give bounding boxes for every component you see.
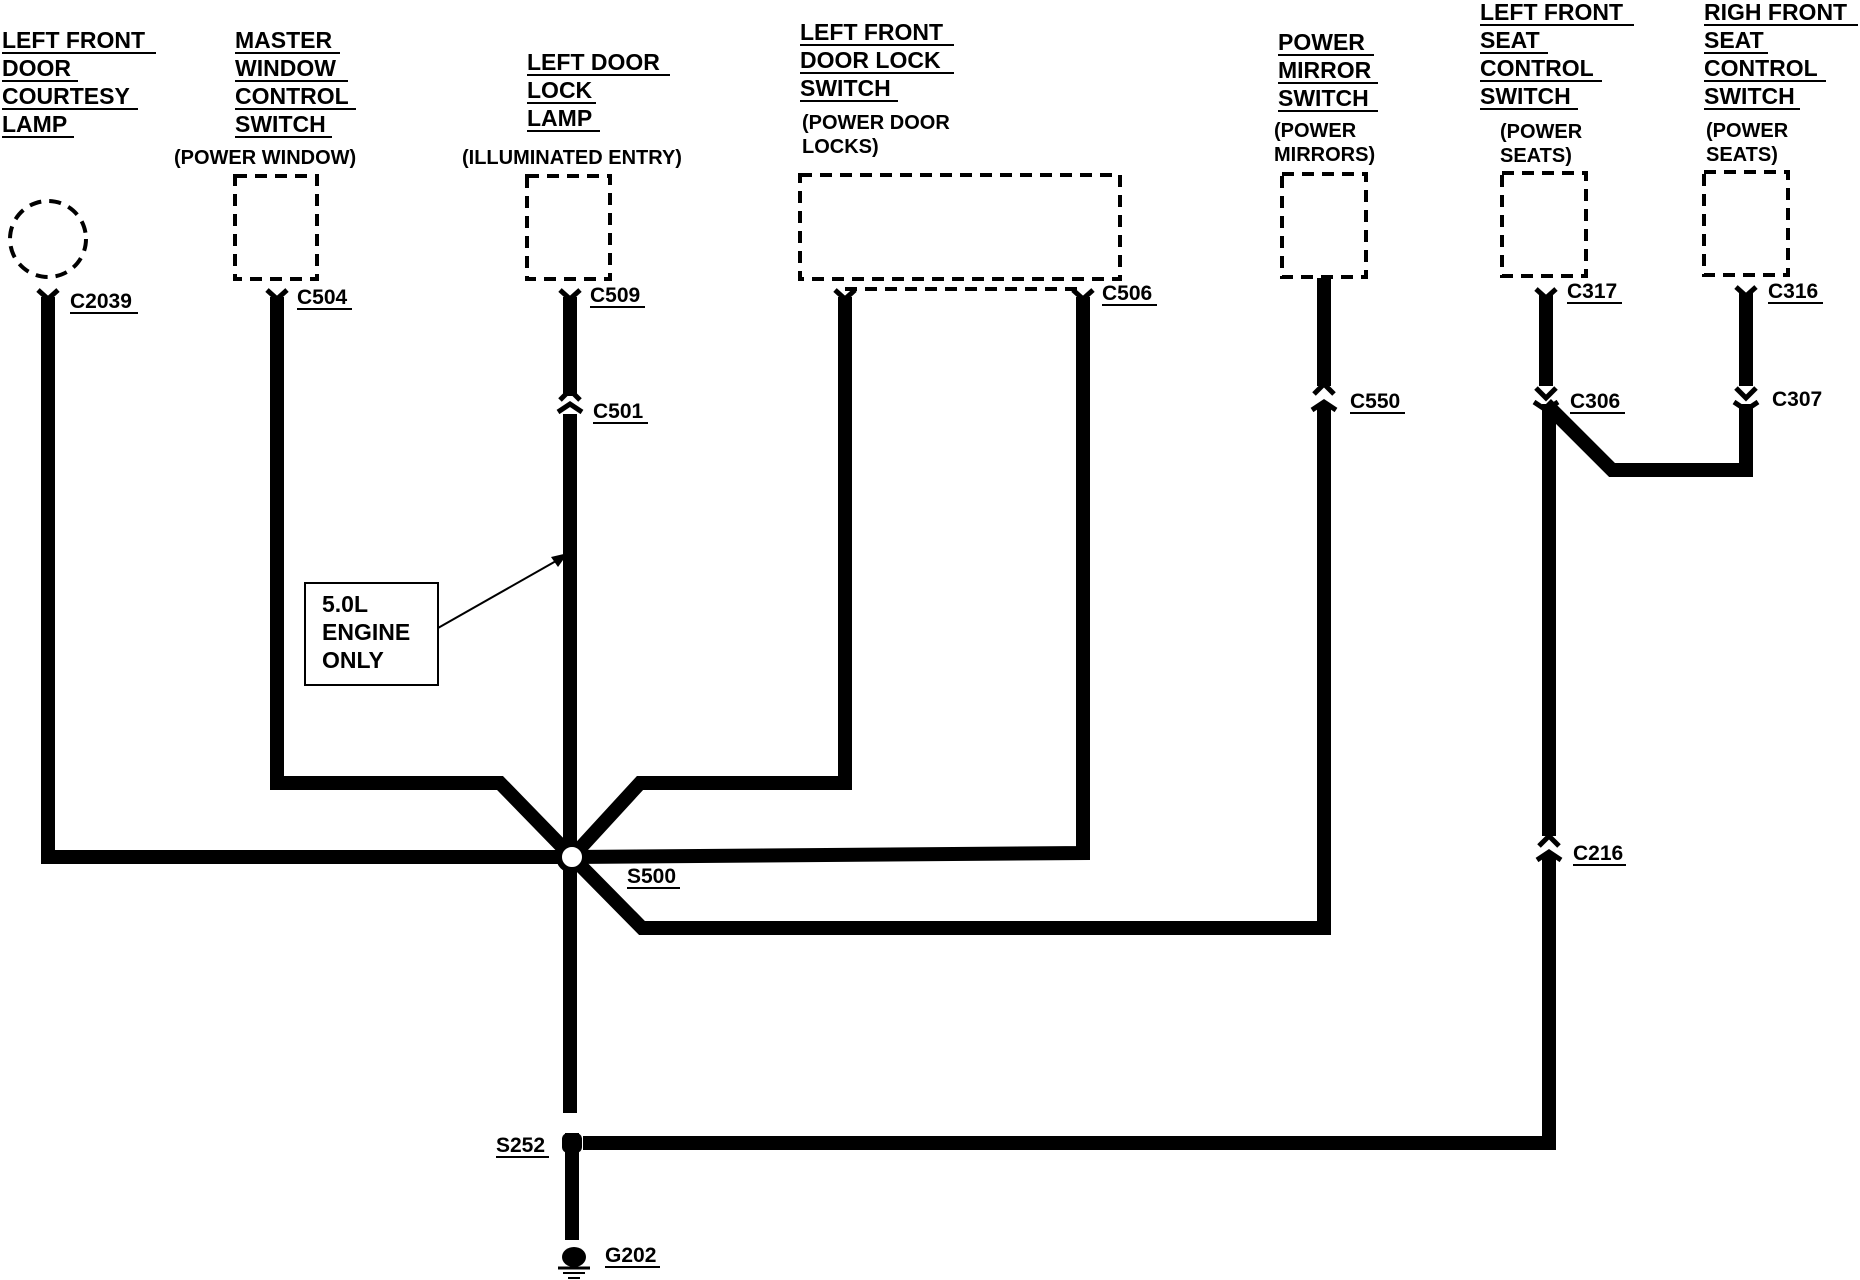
svg-text:LAMP: LAMP <box>527 105 592 131</box>
svg-text:C2039: C2039 <box>70 290 132 313</box>
svg-text:LEFT DOOR: LEFT DOOR <box>527 49 660 75</box>
ground-g202-symbol <box>558 1247 590 1279</box>
svg-text:C316: C316 <box>1768 280 1818 303</box>
svg-text:ONLY: ONLY <box>322 647 384 673</box>
svg-text:C550: C550 <box>1350 390 1400 413</box>
svg-text:SWITCH: SWITCH <box>1480 83 1571 109</box>
svg-text:WINDOW: WINDOW <box>235 55 336 81</box>
svg-text:C306: C306 <box>1570 390 1620 413</box>
svg-text:(POWER WINDOW): (POWER WINDOW) <box>174 147 356 169</box>
svg-text:SEAT: SEAT <box>1704 27 1764 53</box>
svg-text:(POWER: (POWER <box>1500 121 1583 143</box>
splice-s252-dot <box>562 1133 582 1153</box>
svg-text:DOOR LOCK: DOOR LOCK <box>800 47 941 73</box>
splice-s500-label: S500 <box>627 865 676 888</box>
svg-text:C504: C504 <box>297 286 348 309</box>
door-lock-switch-box <box>798 173 1122 281</box>
svg-text:COURTESY: COURTESY <box>2 83 130 109</box>
svg-text:C506: C506 <box>1102 282 1152 305</box>
svg-text:LEFT FRONT: LEFT FRONT <box>2 27 145 53</box>
svg-text:LEFT FRONT: LEFT FRONT <box>800 19 943 45</box>
label-lf-door-lock-switch: LEFT FRONT DOOR LOCK SWITCH (POWER DOOR … <box>800 19 954 158</box>
svg-text:SWITCH: SWITCH <box>1278 85 1369 111</box>
svg-text:(ILLUMINATED ENTRY): (ILLUMINATED ENTRY) <box>462 147 682 169</box>
splice-s252-label: S252 <box>496 1134 545 1157</box>
svg-text:POWER: POWER <box>1278 29 1365 55</box>
door-lock-lamp-box <box>525 174 612 281</box>
svg-text:ENGINE: ENGINE <box>322 619 410 645</box>
svg-text:(POWER: (POWER <box>1706 120 1789 142</box>
svg-text:SWITCH: SWITCH <box>235 111 326 137</box>
rf-seat-switch-box <box>1702 170 1790 277</box>
label-master-window-control-switch: MASTER WINDOW CONTROL SWITCH (POWER WIND… <box>174 27 356 169</box>
svg-text:SEAT: SEAT <box>1480 27 1540 53</box>
splice-s500-dot <box>556 841 588 873</box>
connector-symbols <box>36 285 1760 863</box>
courtesy-lamp-symbol <box>8 199 88 279</box>
svg-text:RIGH FRONT: RIGH FRONT <box>1704 0 1847 25</box>
ground-wires <box>41 278 1753 1240</box>
svg-text:C317: C317 <box>1567 280 1617 303</box>
mirror-switch-box <box>1280 172 1368 279</box>
svg-text:MASTER: MASTER <box>235 27 333 53</box>
lf-seat-switch-box <box>1500 171 1588 278</box>
svg-text:C307: C307 <box>1772 388 1822 411</box>
label-left-door-lock-lamp: LEFT DOOR LOCK LAMP (ILLUMINATED ENTRY) <box>462 49 682 169</box>
label-lf-door-courtesy-lamp: LEFT FRONT DOOR COURTESY LAMP <box>2 27 156 138</box>
svg-text:SWITCH: SWITCH <box>1704 83 1795 109</box>
svg-text:CONTROL: CONTROL <box>1704 55 1818 81</box>
svg-text:DOOR: DOOR <box>2 55 71 81</box>
master-window-switch-box <box>233 174 319 281</box>
svg-text:MIRRORS): MIRRORS) <box>1274 144 1375 166</box>
svg-text:C509: C509 <box>590 284 640 307</box>
svg-text:MIRROR: MIRROR <box>1278 57 1372 83</box>
svg-text:5.0L: 5.0L <box>322 591 368 617</box>
svg-text:CONTROL: CONTROL <box>235 83 349 109</box>
engine-note-callout: 5.0L ENGINE ONLY <box>304 553 568 686</box>
svg-text:C216: C216 <box>1573 842 1623 865</box>
connector-labels: C2039 C504 C509 C501 C506 C550 C317 C306… <box>70 280 1823 866</box>
svg-text:LAMP: LAMP <box>2 111 67 137</box>
svg-text:(POWER DOOR: (POWER DOOR <box>802 112 950 134</box>
svg-text:SEATS): SEATS) <box>1500 145 1572 167</box>
svg-text:SWITCH: SWITCH <box>800 75 891 101</box>
ground-g202-label: G202 <box>605 1244 656 1267</box>
label-lf-seat-control-switch: LEFT FRONT SEAT CONTROL SWITCH (POWER SE… <box>1480 0 1634 167</box>
svg-text:LEFT FRONT: LEFT FRONT <box>1480 0 1623 25</box>
svg-text:LOCKS): LOCKS) <box>802 136 879 158</box>
svg-text:(POWER: (POWER <box>1274 120 1357 142</box>
label-rf-seat-control-switch: RIGH FRONT SEAT CONTROL SWITCH (POWER SE… <box>1704 0 1858 166</box>
svg-text:LOCK: LOCK <box>527 77 593 103</box>
label-power-mirror-switch: POWER MIRROR SWITCH (POWER MIRRORS) <box>1274 29 1378 166</box>
svg-text:SEATS): SEATS) <box>1706 144 1778 166</box>
svg-text:CONTROL: CONTROL <box>1480 55 1594 81</box>
svg-text:C501: C501 <box>593 400 644 423</box>
